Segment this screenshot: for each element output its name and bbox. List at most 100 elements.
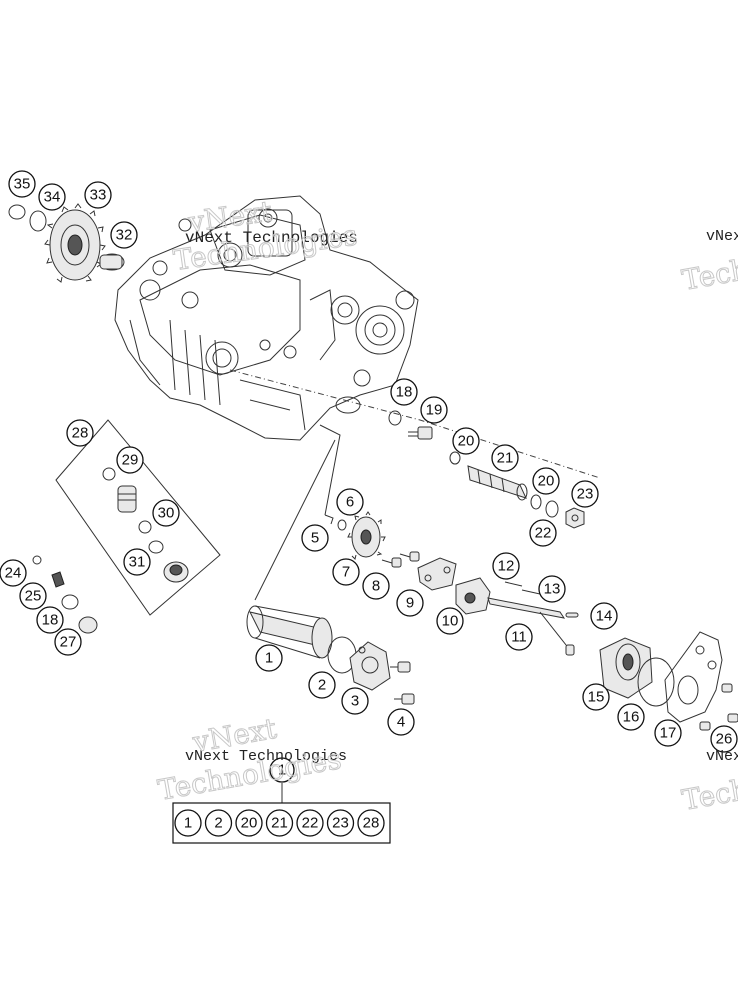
callout-number: 30 [158,505,175,522]
callout-number: 27 [60,634,77,651]
callout-circle [308,671,336,699]
callout-circle [617,703,645,731]
pin-13 [521,589,541,595]
washer-34 [29,210,47,232]
watermark-layer: vNext Technologies vNext Technologies vN… [155,194,738,817]
callout-number: 1 [265,650,273,667]
screw-26-a [721,683,733,693]
callout-27: 18 [36,606,64,634]
callout-circle [362,572,390,600]
callout-number: 8 [372,578,380,595]
watermark-6: Techn [679,250,738,297]
callout-circle [590,602,618,630]
ball-24 [32,555,42,565]
callout-circle [529,519,557,547]
plug-31 [163,561,189,583]
callout-33: 32 [110,221,138,249]
callout-31: 30 [152,499,180,527]
pump-rotor-10 [455,577,491,615]
kit-item-circle [265,809,294,837]
callout-circle [19,582,47,610]
callout-circle [301,524,329,552]
callout-number: 5 [311,530,319,547]
bushing-32 [99,253,125,271]
kit-item-number: 2 [214,815,222,832]
watermark-8: Techn [679,770,738,817]
callout-circle [123,548,151,576]
callout-number: 14 [596,608,613,625]
kit-item-circle [326,809,355,837]
watermark-1: vNext Technologies [185,229,358,247]
callout-10: 10 [436,607,464,635]
watermark-5: vNext [706,228,738,245]
o-ring-30-a [138,520,152,534]
washer-18-top [388,410,402,426]
callout-number: 28 [72,425,89,442]
nut-23 [565,507,585,529]
callout-number: 13 [544,581,561,598]
callout-number: 3 [351,693,359,710]
callout-circle [110,221,138,249]
callout-35: 34 [38,183,66,211]
callout-29: 28 [66,419,94,447]
callout-number: 2 [318,677,326,694]
screw-8-a [381,557,402,568]
callout-circle [492,552,520,580]
spring-25 [51,571,65,588]
o-ring-20-b [530,494,542,510]
screw-8-b [399,551,420,562]
oil-filter-1 [246,605,333,659]
callout-30: 29 [116,446,144,474]
callout-37: 26 [710,725,738,753]
callout-circle [420,396,448,424]
kit-item-circle [296,809,324,837]
callout-circle [654,719,682,747]
callout-14: 14 [590,602,618,630]
o-ring-16 [637,657,675,707]
callout-number: 23 [577,486,594,503]
lock-ring-5 [324,514,334,525]
cover-plate-9 [417,557,457,591]
callout-circle [571,480,599,508]
callout-circle [505,623,533,651]
callout-circle [396,589,424,617]
kit-item-number: 22 [302,815,319,832]
callout-circle [38,183,66,211]
callout-circle [436,607,464,635]
callout-number: 16 [623,709,640,726]
callout-2: 2 [308,671,336,699]
callout-number: 20 [538,473,555,490]
pump-housing-15 [599,637,653,699]
screw-19 [408,426,433,440]
callout-number: 35 [14,176,31,193]
callout-number: 4 [397,714,405,731]
callout-22: 20 [532,467,560,495]
callout-number: 20 [458,433,475,450]
pump-shaft-11 [487,597,575,656]
callout-circle [452,427,480,455]
callout-circle [336,488,364,516]
callout-9: 9 [396,589,424,617]
callout-circle [491,444,519,472]
o-ring-29 [102,467,116,481]
callout-circle [36,606,64,634]
callout-5: 5 [301,524,329,552]
callout-number: 32 [116,227,133,244]
pump-cover-17 [664,631,723,723]
callout-19: 19 [420,396,448,424]
callout-layer: 1234567891011121314151617181920212022232… [0,170,738,753]
callout-circle [582,683,610,711]
callout-circle [66,419,94,447]
callout-number: 18 [396,384,413,401]
idler-gear-33 [44,203,106,283]
screw-plug-27 [78,616,98,634]
callout-32: 31 [123,548,151,576]
callout-7: 7 [332,558,360,586]
kit-item-20: 20 [235,809,263,837]
callout-number: 11 [511,629,527,646]
callout-number: 26 [716,731,733,748]
callout-number: 31 [129,554,146,571]
kit-item-2: 2 [204,809,233,837]
